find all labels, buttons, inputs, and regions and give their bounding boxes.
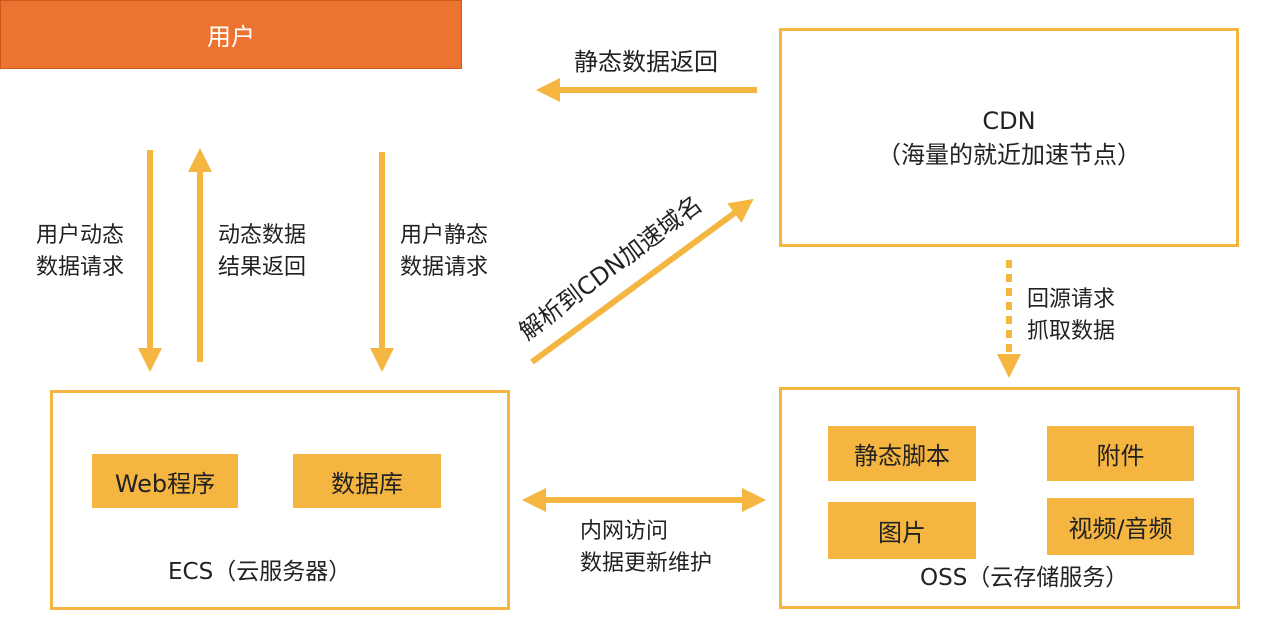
dynamic-request-label: 用户动态数据请求 — [36, 223, 125, 280]
cdn-subtitle: （海量的就近加速节点） — [877, 140, 1141, 169]
resolve-cdn-arrow — [530, 198, 754, 365]
oss-static-scripts: 静态脚本 — [828, 426, 976, 481]
cdn-box: CDN （海量的就近加速节点） — [779, 28, 1239, 247]
static-request-label: 用户静态数据请求 — [400, 223, 489, 280]
dynamic-return-label: 动态数据结果返回 — [218, 223, 307, 280]
static-return-label: 静态数据返回 — [574, 48, 718, 76]
oss-video-audio: 视频/音频 — [1047, 498, 1194, 555]
user-label: 用户 — [207, 23, 255, 51]
ecs-box — [50, 390, 510, 610]
oss-attachments: 附件 — [1047, 426, 1194, 481]
origin-fetch-label: 回源请求抓取数据 — [1027, 287, 1116, 344]
oss-images: 图片 — [828, 502, 976, 559]
ecs-database: 数据库 — [293, 454, 441, 508]
ecs-web-app: Web程序 — [92, 454, 238, 508]
oss-box — [779, 387, 1240, 609]
ecs-title: ECS（云服务器） — [168, 559, 352, 585]
oss-title: OSS（云存储服务） — [920, 565, 1129, 591]
cdn-title: CDN — [982, 106, 1036, 135]
user-box: 用户 — [0, 0, 462, 69]
intranet-label: 内网访问数据更新维护 — [580, 519, 713, 576]
